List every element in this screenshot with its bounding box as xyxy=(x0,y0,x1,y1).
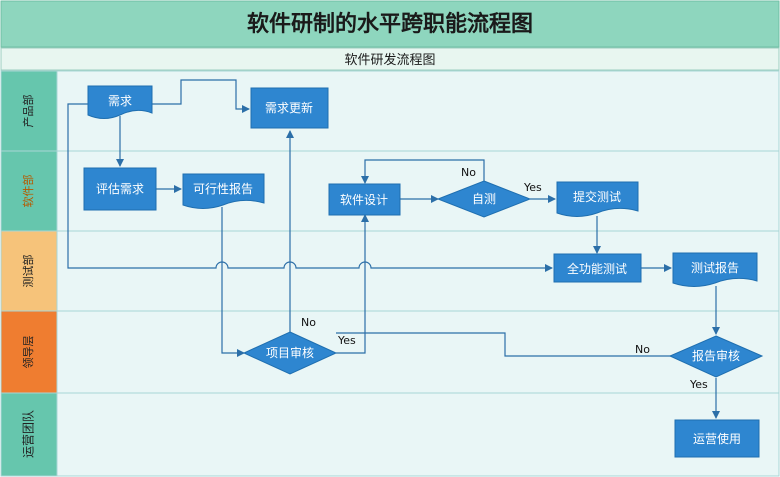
node-feasibility-shape xyxy=(182,173,265,209)
lane-body-operations xyxy=(56,392,780,477)
node-operation-use-shape xyxy=(674,419,760,458)
node-project-review-shape xyxy=(242,331,338,375)
edge-req-to-update xyxy=(152,79,250,113)
node-requirement-update-shape xyxy=(250,87,329,129)
lane-label-product: 产品部 xyxy=(21,95,35,128)
node-self-test-shape xyxy=(436,180,532,218)
lane-label-software: 软件部 xyxy=(21,175,35,208)
lane-body-software xyxy=(56,150,780,232)
lane-label-leadership: 领导层 xyxy=(22,336,35,369)
lane-header-product xyxy=(0,70,58,152)
edge-review-yes-to-design xyxy=(336,214,369,354)
node-full-test: 全功能测试 xyxy=(567,261,627,276)
node-project-review: 项目审核 xyxy=(266,345,314,360)
label-self-yes: Yes xyxy=(523,181,542,194)
lane-header-software xyxy=(0,150,58,232)
node-software-design: 软件设计 xyxy=(340,193,388,207)
node-submit-test-shape xyxy=(556,181,639,217)
node-requirement-update: 需求更新 xyxy=(265,100,313,115)
node-test-report-shape xyxy=(672,252,758,287)
edge-labels: No Yes No Yes No Yes xyxy=(301,166,708,391)
node-requirement: 需求 xyxy=(108,94,132,108)
label-self-no: No xyxy=(461,166,476,179)
subtitle-bar xyxy=(0,47,780,71)
lane-label-operations: 运营团队 xyxy=(21,410,36,458)
lane-header-operations xyxy=(0,392,58,477)
node-feasibility-report: 可行性报告 xyxy=(193,181,253,196)
node-report-review: 报告审核 xyxy=(692,348,740,363)
label-report-yes: Yes xyxy=(689,378,708,391)
label-report-no: No xyxy=(635,343,650,356)
label-project-no: No xyxy=(301,316,316,329)
edge-reportreview-no xyxy=(336,332,685,357)
node-operation-use: 运营使用 xyxy=(693,431,741,446)
lane-body-test xyxy=(56,230,780,312)
diagram-subtitle: 软件研发流程图 xyxy=(344,52,435,68)
edge-selftest-no-to-design xyxy=(361,159,485,184)
nodes: 需求 需求更新 评估需求 可行性报告 软件设计 自测 提交测试 全功能测试 测试… xyxy=(83,85,764,458)
node-software-design-shape xyxy=(328,183,401,216)
lane-label-test: 测试部 xyxy=(21,255,35,288)
node-evaluate: 评估需求 xyxy=(96,182,144,196)
lane-body-product xyxy=(56,70,780,152)
lane-body-leadership xyxy=(56,310,780,394)
edge-feasibility-to-review xyxy=(221,207,245,357)
node-full-test-shape xyxy=(553,253,642,283)
edge-req-to-fulltest xyxy=(67,103,553,272)
connectors xyxy=(67,79,720,419)
node-self-test: 自测 xyxy=(472,192,496,206)
node-requirement-shape xyxy=(87,85,153,119)
node-submit-test: 提交测试 xyxy=(573,189,621,204)
node-evaluate-shape xyxy=(83,167,157,211)
node-test-report: 测试报告 xyxy=(691,260,739,275)
title-bar xyxy=(0,0,780,48)
swimlanes: 产品部 软件部 测试部 领导层 运营团队 xyxy=(0,70,780,477)
node-report-review-shape xyxy=(668,335,764,378)
label-project-yes: Yes xyxy=(337,334,356,347)
page-title: 软件研制的水平跨职能流程图 xyxy=(247,11,533,37)
